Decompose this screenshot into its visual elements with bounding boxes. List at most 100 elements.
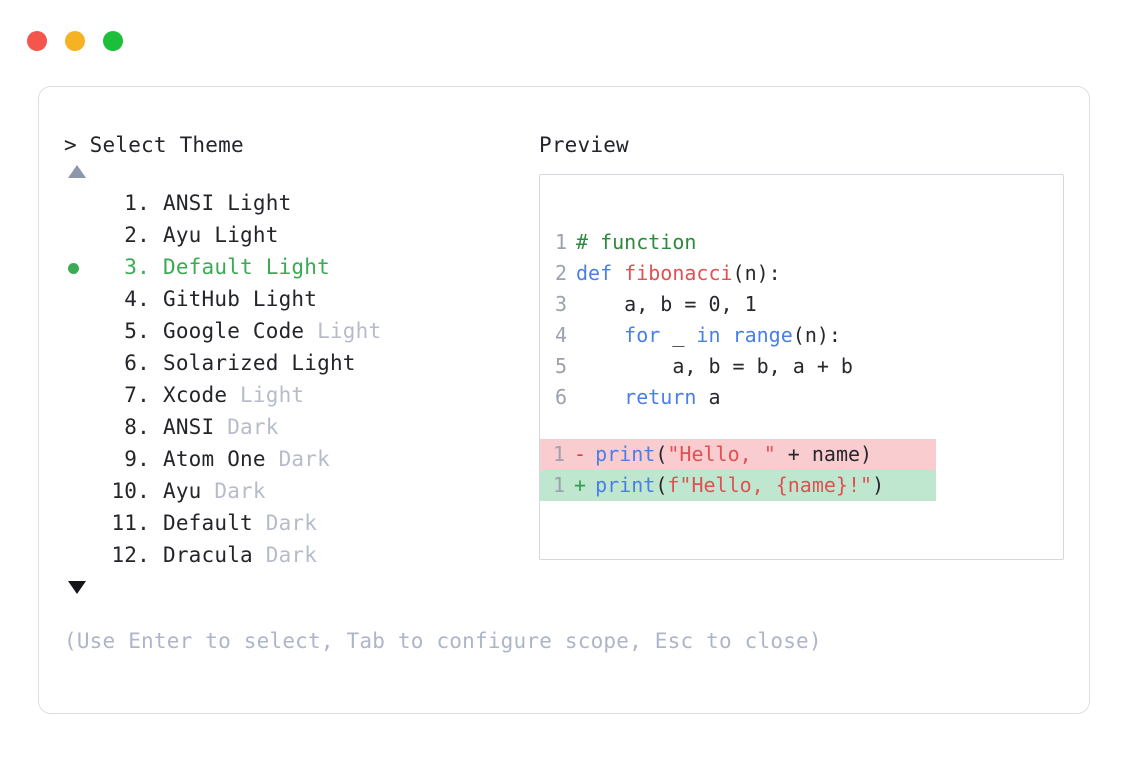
theme-item-name: Solarized Light xyxy=(163,351,356,375)
theme-selector-card: > Select Theme 1.ANSI Light 2.Ayu Light … xyxy=(38,86,1090,714)
diff-marker: - xyxy=(574,442,587,466)
diff-code-content: print(f"Hello, {name}!") xyxy=(586,473,884,497)
code-token: _ xyxy=(660,323,697,347)
code-line-number: 6 xyxy=(554,385,567,409)
theme-list-item[interactable]: 2.Ayu Light xyxy=(64,219,534,251)
theme-list: 1.ANSI Light 2.Ayu Light 3.Default Light… xyxy=(64,187,534,571)
theme-item-name: Xcode xyxy=(163,383,228,407)
triangle-up-icon[interactable] xyxy=(68,165,86,178)
maximize-button[interactable] xyxy=(103,31,123,51)
theme-item-index: 1. xyxy=(111,191,150,215)
theme-item-name: ANSI Light xyxy=(163,191,292,215)
theme-item-index: 3. xyxy=(111,255,150,279)
code-line-number: 3 xyxy=(554,292,567,316)
theme-list-item[interactable]: 5. Google Code Light xyxy=(64,315,534,347)
theme-item-variant-tag: Dark xyxy=(214,415,279,439)
theme-item-name: Default Light xyxy=(163,255,330,279)
code-token: def xyxy=(576,261,625,285)
code-token: ) xyxy=(872,473,885,497)
theme-item-name: Ayu xyxy=(163,479,202,503)
theme-list-item[interactable]: 9.Atom One Dark xyxy=(64,443,534,475)
diff-code-content: print("Hello, " + name) xyxy=(586,442,872,466)
code-token xyxy=(721,323,733,347)
code-line: 6 return a xyxy=(553,382,1063,413)
code-line-content: def fibonacci(n): xyxy=(567,261,781,285)
code-token: (n): xyxy=(732,261,781,285)
theme-list-item[interactable]: 10. Ayu Dark xyxy=(64,475,534,507)
theme-item-index: 2. xyxy=(111,223,150,247)
theme-item-variant-tag: Dark xyxy=(265,447,330,471)
code-line: 3 a, b = 0, 1 xyxy=(553,289,1063,320)
window-chrome xyxy=(0,0,1129,72)
theme-item-variant-tag: Dark xyxy=(252,511,318,535)
code-line-content: a, b = 0, 1 xyxy=(567,292,757,316)
diff-line-content: 1-print("Hello, " + name) xyxy=(553,442,872,466)
code-token: + name) xyxy=(775,442,873,466)
code-line: 5 a, b = b, a + b xyxy=(553,351,1063,382)
diff-line-added: 1 +print(f"Hello, {name}!") xyxy=(540,470,1063,501)
code-token: a, b = b, a + b xyxy=(576,354,853,378)
diff-line-number: 1 xyxy=(553,442,566,466)
theme-item-index: 6. xyxy=(111,351,150,375)
diff-line-content: 1 +print(f"Hello, {name}!") xyxy=(553,473,884,497)
code-line: 1 # function xyxy=(553,227,1063,258)
preview-label: Preview xyxy=(539,133,629,157)
theme-list-item[interactable]: 7.Xcode Light xyxy=(64,379,534,411)
code-token: in xyxy=(696,323,721,347)
triangle-down-icon[interactable] xyxy=(68,581,86,594)
code-line-content: return a xyxy=(567,385,721,409)
theme-item-index: 9. xyxy=(111,447,150,471)
theme-list-pane: > Select Theme 1.ANSI Light 2.Ayu Light … xyxy=(64,132,534,594)
theme-item-index: 7. xyxy=(111,383,150,407)
code-token: a, b = 0, 1 xyxy=(576,292,757,316)
minimize-button[interactable] xyxy=(65,31,85,51)
theme-item-name: Dracula xyxy=(163,543,253,567)
theme-item-name: Default xyxy=(163,511,253,535)
code-line: 4 for _ in range(n): xyxy=(553,320,1063,351)
theme-list-item[interactable]: 6. Solarized Light xyxy=(64,347,534,379)
close-button[interactable] xyxy=(27,31,47,51)
theme-item-index: 10. xyxy=(111,479,150,503)
theme-list-item[interactable]: 12.Dracula Dark xyxy=(64,539,534,571)
theme-list-item[interactable]: 8.ANSI Dark xyxy=(64,411,534,443)
code-line-number: 4 xyxy=(554,323,567,347)
code-token: print xyxy=(595,473,656,497)
theme-list-item[interactable]: 4. GitHub Light xyxy=(64,283,534,315)
theme-list-item[interactable]: 11. Default Dark xyxy=(64,507,534,539)
code-token: for xyxy=(624,323,661,347)
theme-item-index: 11. xyxy=(111,511,150,535)
code-spacer xyxy=(553,413,1063,439)
code-line-content: # function xyxy=(567,230,696,254)
diff-line-number: 1 xyxy=(553,473,566,497)
code-token: return xyxy=(624,385,697,409)
diff-highlight-band xyxy=(540,470,936,501)
theme-item-variant-tag: Dark xyxy=(252,543,318,567)
theme-item-name: Google Code xyxy=(163,319,305,343)
theme-item-name: GitHub Light xyxy=(163,287,318,311)
code-line-content: a, b = b, a + b xyxy=(567,354,853,378)
code-token: a xyxy=(696,385,721,409)
theme-item-variant-tag: Dark xyxy=(201,479,266,503)
code-token: # function xyxy=(576,230,697,254)
code-token: ( xyxy=(655,473,668,497)
keyboard-hint: (Use Enter to select, Tab to configure s… xyxy=(64,629,822,653)
code-token: "Hello, " xyxy=(667,442,776,466)
code-token: range xyxy=(732,323,793,347)
code-token: (n): xyxy=(792,323,841,347)
code-token xyxy=(576,385,624,409)
theme-item-index: 4. xyxy=(111,287,150,311)
theme-list-item[interactable]: 1. ANSI Light xyxy=(64,187,534,219)
diff-marker: + xyxy=(574,473,587,497)
prompt-label: > Select Theme xyxy=(64,133,244,157)
diff-line-removed: 1-print("Hello, " + name) xyxy=(540,439,1063,470)
code-token: print xyxy=(595,442,656,466)
code-line-number: 1 xyxy=(554,230,567,254)
diff-highlight-band xyxy=(540,439,936,470)
theme-item-index: 5. xyxy=(111,319,150,343)
code-token xyxy=(576,323,624,347)
theme-list-item[interactable]: 3. Default Light xyxy=(64,251,534,283)
theme-item-variant-tag: Light xyxy=(304,319,382,343)
